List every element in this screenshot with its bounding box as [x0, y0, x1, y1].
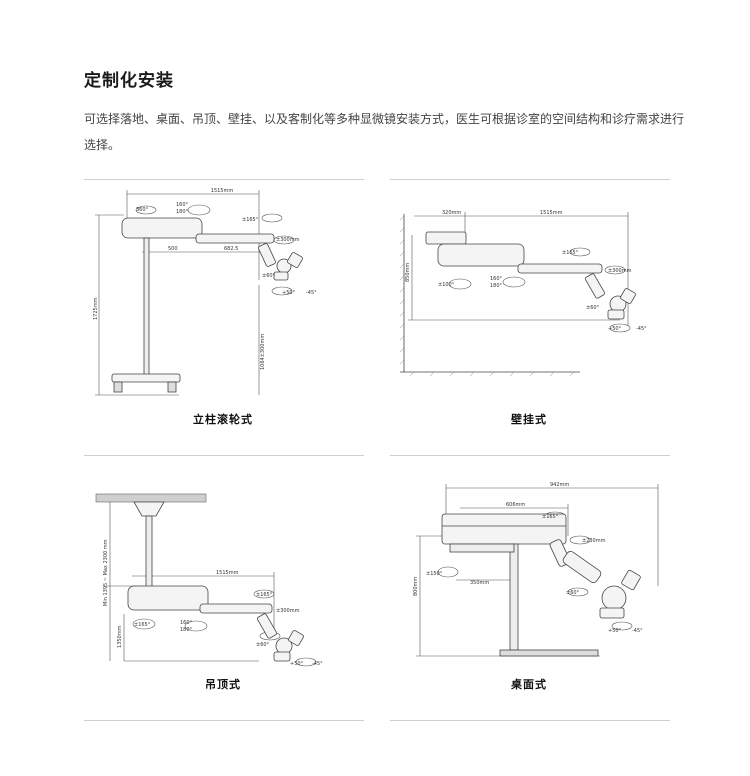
dim-pm60: ±60° — [566, 590, 580, 596]
divider — [390, 455, 670, 456]
dim-minus45: -45° — [306, 290, 317, 296]
divider — [84, 455, 364, 456]
dim-tilt180: 180° — [176, 209, 189, 215]
caption-desk-mount: 桌面式 — [511, 678, 547, 691]
intro-paragraph: 可选择落地、桌面、吊顶、壁挂、以及客制化等多种显微镜安装方式，医生可根据诊室的空… — [84, 112, 685, 152]
dim-wall-offset: 320mm — [442, 210, 461, 216]
dim-seg682: 682.5 — [224, 246, 238, 252]
dim-tilt160: 160° — [176, 202, 189, 208]
dim-arm-length: 1515mm — [540, 210, 563, 216]
dim-plus50: +50° — [290, 661, 304, 667]
dim-rot360: 360° — [136, 207, 149, 213]
caption-wall-mount: 壁挂式 — [511, 413, 547, 426]
dim-arm-length: 1515mm — [211, 188, 234, 194]
dim-pm165-left: ±165° — [134, 622, 151, 628]
dim-tilt180: 180° — [180, 627, 193, 633]
dim-pm60: ±60° — [256, 642, 270, 648]
caption-floor-stand: 立柱滚轮式 — [193, 413, 253, 426]
dim-base: 350mm — [470, 580, 489, 586]
dim-tilt180: 180° — [490, 283, 503, 289]
wall-mount-diagram: 320mm 1515mm 850mm ±165° ±300mm ±100° 16… — [390, 180, 668, 412]
dim-pm300: ±300mm — [276, 237, 300, 243]
dim-plus50: +50° — [608, 628, 622, 634]
divider — [390, 720, 670, 721]
dim-seg500: 500 — [168, 246, 178, 252]
dim-tilt160: 160° — [490, 276, 503, 282]
dim-pm60: ±60° — [586, 305, 600, 311]
dim-width: 942mm — [550, 482, 569, 488]
dim-arm: 606mm — [506, 502, 525, 508]
dim-pm150: ±150° — [426, 571, 443, 577]
dim-pm230: ±230mm — [582, 538, 606, 544]
dim-pm165: ±165° — [562, 250, 579, 256]
dim-pm300: ±300mm — [276, 608, 300, 614]
dim-arm-length: 1515mm — [216, 570, 239, 576]
desk-mount-diagram: 942mm 606mm ±165° ±230mm ±150° 350mm 800… — [390, 456, 668, 688]
dim-height-range: 1064±300mm — [260, 334, 266, 370]
dim-pm165-top: ±165° — [256, 592, 273, 598]
dim-pm165: ±165° — [242, 217, 259, 223]
section-title: 定制化安装 — [84, 71, 174, 91]
dim-pm100: ±100° — [438, 282, 455, 288]
dim-pm300: ±300mm — [608, 268, 632, 274]
divider — [390, 179, 670, 180]
dim-minus45: -45° — [312, 661, 323, 667]
divider — [84, 179, 364, 180]
dim-pm165: ±165° — [542, 514, 559, 520]
dim-plus50: +50° — [282, 290, 296, 296]
dim-height-total: 1725mm — [93, 297, 99, 320]
dim-minus45: -45° — [636, 326, 647, 332]
divider — [84, 720, 364, 721]
dim-height: 1350mm — [117, 625, 123, 648]
floor-stand-diagram: 1515mm 360° 160° 180° ±165° ±300mm 500 6… — [84, 180, 362, 412]
dim-tilt160: 160° — [180, 620, 193, 626]
caption-ceiling-mount: 吊顶式 — [205, 678, 241, 691]
dim-pm60: ±60° — [262, 273, 276, 279]
dim-height: 800mm — [413, 577, 419, 596]
ceiling-mount-diagram: Min 1395 ~ Max 2300 mm 1515mm ±165° ±300… — [84, 456, 362, 688]
dim-minus45: -45° — [632, 628, 643, 634]
dim-drop: Min 1395 ~ Max 2300 mm — [103, 539, 109, 606]
dim-plus50: +50° — [608, 326, 622, 332]
dim-height: 850mm — [405, 263, 411, 282]
